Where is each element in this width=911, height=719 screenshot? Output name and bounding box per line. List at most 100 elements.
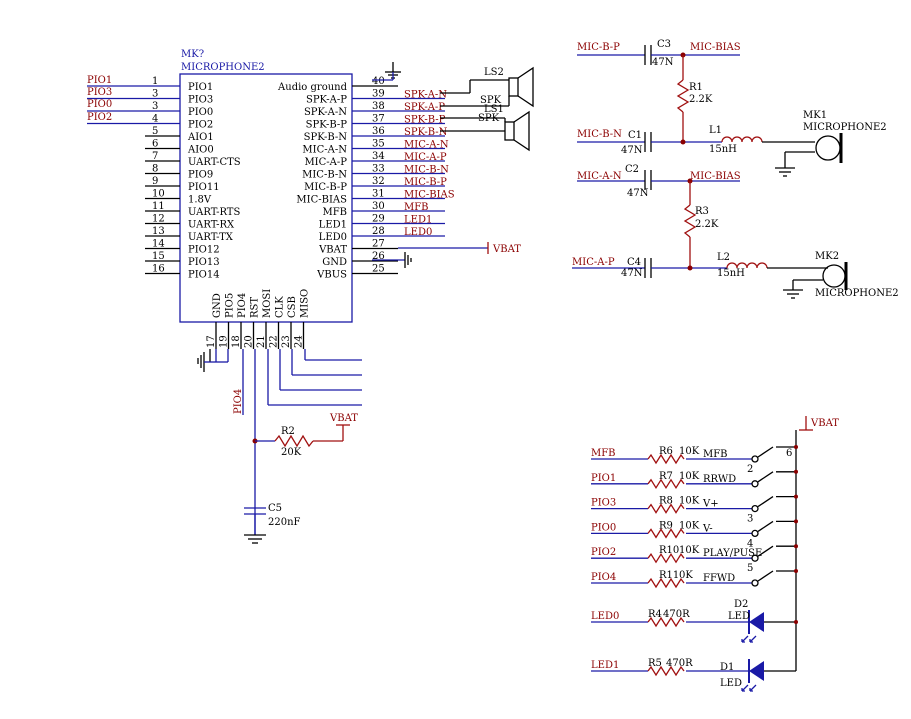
pin-name: VBAT — [318, 245, 347, 256]
net-label-pio4-vertical: PIO4 — [233, 389, 244, 414]
pin-name: PIO4 — [237, 293, 248, 318]
r2-vbat-label: VBAT — [329, 413, 358, 424]
pin-number: 38 — [372, 101, 385, 112]
pin-number: 30 — [372, 201, 385, 212]
mic-a-n-label: MIC-A-N — [577, 171, 622, 182]
resistor-ref: R9 — [659, 520, 673, 531]
ic-part-name: MICROPHONE2 — [181, 62, 265, 73]
mic-bias-label-1: MIC-BIAS — [690, 42, 741, 53]
led-d1-row: LED1 R5 470R D1 LED — [591, 658, 796, 692]
net-label: MFB — [404, 202, 429, 213]
button-label: FFWD — [703, 573, 735, 584]
pin-number: 11 — [152, 201, 165, 212]
button-net-label: MFB — [591, 448, 616, 459]
pin-number: 12 — [152, 214, 165, 225]
mic-bias-label-2: MIC-BIAS — [690, 171, 741, 182]
net-label: MIC-B-N — [404, 165, 449, 176]
pin-number: 8 — [152, 164, 158, 175]
button-label: RRWD — [703, 474, 736, 485]
resistor-value: 10K — [679, 496, 700, 507]
reset-network: VBAT R2 20K C5 220nF — [244, 413, 358, 544]
d2-ref: D2 — [734, 599, 748, 610]
pin-number: 37 — [372, 114, 385, 125]
pin-number: 33 — [372, 164, 385, 175]
pin-name: SPK-B-P — [306, 120, 348, 131]
button-net-label: PIO3 — [591, 498, 616, 509]
pin-name: PIO9 — [188, 170, 213, 181]
net-label: LED1 — [404, 215, 432, 226]
button-net-label: PIO0 — [591, 522, 616, 533]
pin-number: 29 — [372, 214, 385, 225]
resistor-value: 10K — [679, 545, 700, 556]
pin-name: PIO5 — [225, 293, 236, 318]
d1-label: LED — [720, 678, 742, 689]
ground-symbol — [372, 62, 401, 81]
pin-number: 36 — [372, 126, 385, 137]
led0-net-label: LED0 — [591, 611, 619, 622]
c4-value: 47N — [621, 268, 643, 279]
net-label: MIC-B-P — [404, 177, 447, 188]
pin-name: LED1 — [319, 220, 347, 231]
pin-name: MFB — [322, 207, 347, 218]
pin-number: 27 — [372, 239, 385, 250]
pin-number: 10 — [152, 189, 165, 200]
r4-ref: R4 — [648, 609, 662, 620]
pin-number: 40 — [372, 76, 385, 87]
resistor-value: 10K — [679, 446, 700, 457]
c1-value: 47N — [621, 145, 643, 156]
pin-number: 23 — [281, 335, 292, 348]
pin-number: 25 — [372, 264, 385, 275]
pin-name: PIO14 — [188, 270, 220, 281]
net-label-pio0: PIO0 — [87, 99, 112, 110]
button-pin-number: 4 — [747, 538, 753, 549]
pin-number: 17 — [206, 335, 217, 348]
resistor-ref: R8 — [659, 496, 673, 507]
pin-number: 3 — [152, 89, 158, 100]
pin-number: 31 — [372, 189, 385, 200]
c2-value: 47N — [627, 188, 649, 199]
resistor-ref: R11 — [659, 570, 679, 581]
r5-ref: R5 — [648, 658, 662, 669]
pin-name: MISO — [300, 289, 311, 318]
d1-ref: D1 — [720, 662, 734, 673]
pin-name: PIO13 — [188, 257, 220, 268]
r3-value: 2.2K — [695, 219, 719, 230]
pin-number: 19 — [219, 335, 230, 348]
c3-ref: C3 — [657, 39, 671, 50]
ls1-ref: LS1 — [484, 104, 504, 115]
resistor-ref: R7 — [659, 471, 673, 482]
button-label: V+ — [702, 499, 719, 510]
l1-ref: L1 — [709, 125, 722, 136]
pin-name: MIC-B-N — [302, 170, 347, 181]
c2-ref: C2 — [625, 164, 639, 175]
button-label: MFB — [703, 449, 728, 460]
mk1-part: MICROPHONE2 — [803, 122, 887, 133]
mic-network: MIC-B-P C3 47N MIC-BIAS R1 2.2K MIC-B-N … — [572, 39, 899, 299]
pin-number: 14 — [152, 239, 165, 250]
pin-name: MIC-B-P — [304, 182, 347, 193]
button-pin-number: 3 — [747, 514, 753, 525]
net-label-pio1: PIO1 — [87, 75, 112, 86]
l2-value: 15nH — [717, 268, 745, 279]
pin-number: 34 — [372, 151, 385, 162]
led1-net-label: LED1 — [591, 660, 619, 671]
net-label-pio3: PIO3 — [87, 87, 112, 98]
pin-name: SPK-A-P — [306, 95, 347, 106]
pin-name: UART-TX — [188, 232, 234, 243]
pin-name: SPK-A-N — [304, 107, 347, 118]
pin-name: PIO1 — [188, 82, 213, 93]
pin-number: 6 — [152, 139, 158, 150]
pin-number: 22 — [269, 335, 280, 348]
resistor-value: 0K — [679, 570, 693, 581]
pin-name: PIO2 — [188, 120, 213, 131]
c5-ref: C5 — [268, 503, 282, 514]
pin-name: PIO11 — [188, 182, 220, 193]
pin-number: 13 — [152, 226, 165, 237]
c4-ref: C4 — [627, 257, 641, 268]
mk2-part: MICROPHONE2 — [815, 288, 899, 299]
ic-bottom-pins: GND17PIO519PIO418RST20MOSI21CLK22CSB23MI… — [206, 289, 311, 349]
net-label: MIC-A-P — [404, 152, 447, 163]
